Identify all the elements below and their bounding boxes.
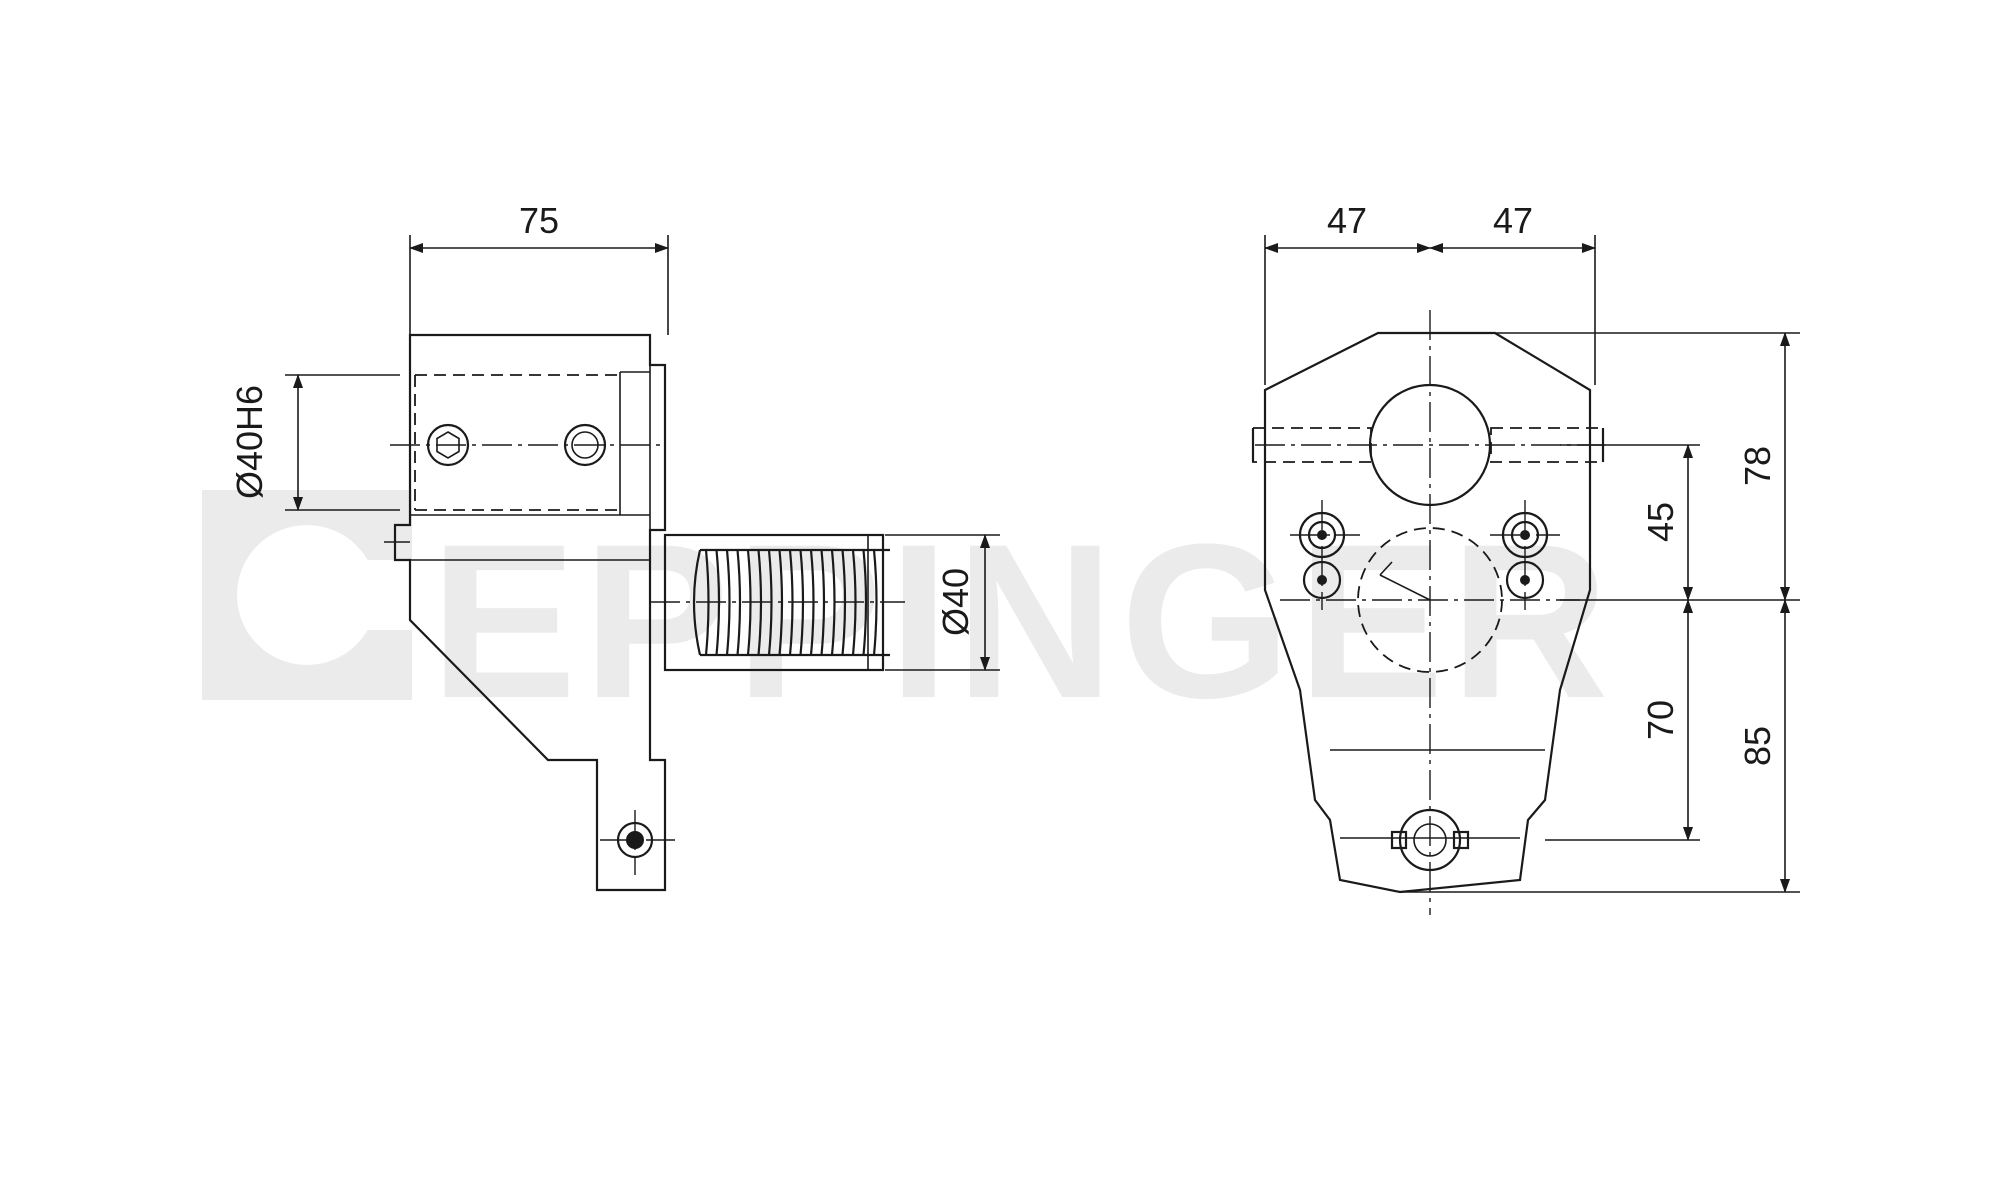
- watermark: EPPINGER: [202, 490, 1615, 744]
- thread-ridge: [872, 549, 878, 656]
- side-dim-width: 75: [409, 200, 669, 335]
- dim-shank-label: Ø40: [935, 568, 976, 636]
- thread-cap: [692, 549, 702, 656]
- threaded-shank: [650, 533, 905, 672]
- front-dim-half-widths: 47 47: [1264, 200, 1596, 385]
- thread-ridge: [725, 549, 731, 656]
- side-dim-shank: Ø40: [885, 534, 1000, 671]
- front-body-outline: [1263, 331, 1592, 894]
- dim-center-upper-label: 45: [1640, 502, 1681, 542]
- watermark-logo-icon: [202, 490, 417, 700]
- watermark-text: EPPINGER: [430, 498, 1615, 744]
- dim-width-label: 75: [519, 200, 559, 241]
- side-dim-bore: Ø40H6: [229, 374, 400, 511]
- thread-ridge: [736, 549, 742, 656]
- front-dim-verticals: 78 45 70 85: [1400, 332, 1800, 893]
- thread-ridge: [862, 549, 868, 656]
- dim-height-upper-label: 78: [1737, 446, 1778, 486]
- side-view: [384, 333, 905, 892]
- side-screw-1-icon: [426, 423, 470, 467]
- dim-left-half-label: 47: [1327, 200, 1367, 241]
- dim-height-lower-label: 85: [1737, 726, 1778, 766]
- side-body-outline: [393, 333, 667, 892]
- dim-right-half-label: 47: [1493, 200, 1533, 241]
- dim-bore-label: Ø40H6: [229, 385, 270, 499]
- clamp-screw-icon: [600, 810, 675, 875]
- side-screw-2-icon: [563, 423, 607, 467]
- thread-ridge: [820, 549, 826, 656]
- dim-center-lower-label: 70: [1640, 700, 1681, 740]
- front-view: [1251, 310, 1605, 915]
